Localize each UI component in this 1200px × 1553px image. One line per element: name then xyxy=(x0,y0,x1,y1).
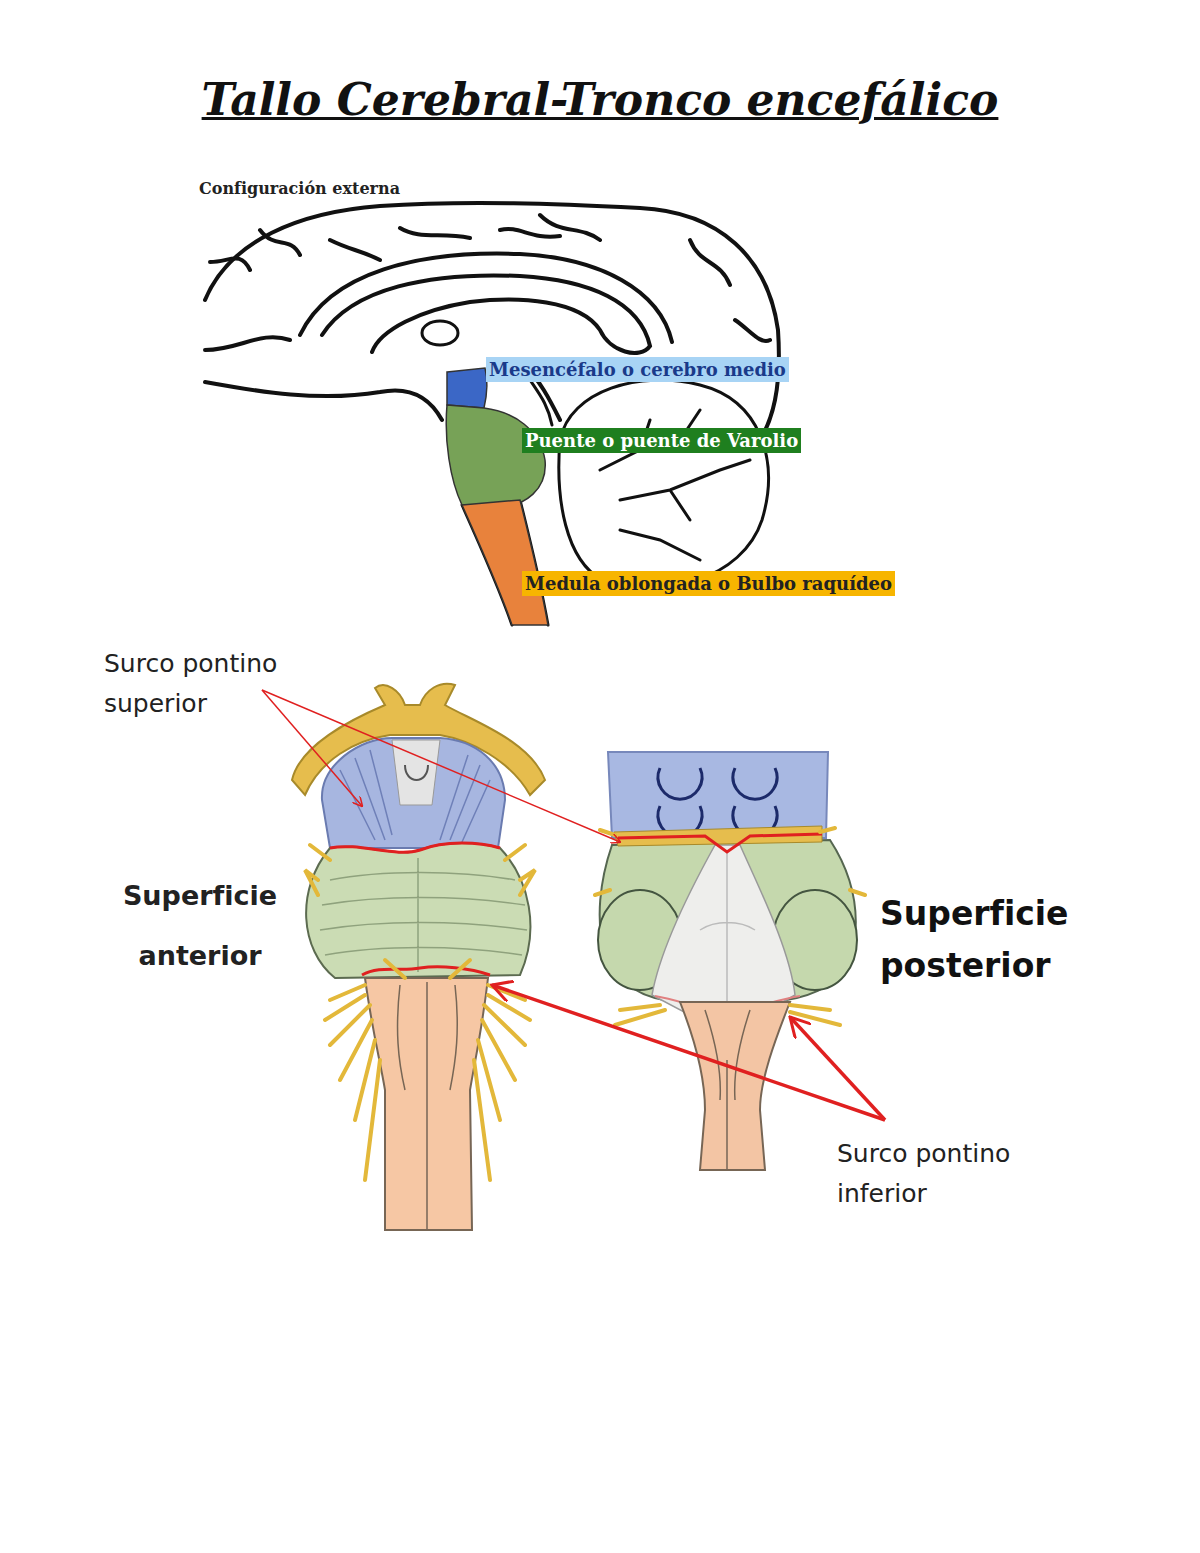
illustration-part xyxy=(262,690,362,806)
view-label: Superficie posterior xyxy=(880,888,1090,992)
anterior-view xyxy=(292,684,545,1230)
region-label-box: Mesencéfalo o cerebro medio xyxy=(486,357,789,382)
illustration-part xyxy=(618,834,822,852)
illustration-part xyxy=(680,1002,790,1170)
page-title: Tallo Cerebral-Tronco encefálico xyxy=(0,70,1200,130)
illustration-part xyxy=(658,768,777,837)
illustration-part xyxy=(595,828,865,1025)
view-label: Superficie anterior xyxy=(110,866,290,986)
illustration-part xyxy=(305,845,535,1180)
illustration-part xyxy=(462,500,548,625)
illustration-part xyxy=(422,321,458,345)
illustration-part xyxy=(530,380,552,425)
callout-label: Surco pontino inferior xyxy=(837,1134,1052,1214)
illustration-part xyxy=(205,203,779,440)
posterior-view xyxy=(595,752,865,1170)
region-label-box: Medula oblongada o Bulbo raquídeo xyxy=(522,571,895,596)
region-label: Puente o puente de Varolio xyxy=(525,430,798,451)
illustration-part xyxy=(447,368,487,408)
illustration-part xyxy=(615,1005,840,1025)
illustration-part xyxy=(300,254,672,342)
illustration-part xyxy=(325,985,380,1180)
illustration-part xyxy=(385,960,470,978)
illustration-part xyxy=(405,765,428,780)
illustration-part xyxy=(320,858,527,972)
illustration-part xyxy=(705,1010,750,1170)
illustration-part xyxy=(330,228,560,260)
illustration-part xyxy=(559,380,769,587)
illustration-part xyxy=(306,843,530,978)
sagittal-brain xyxy=(205,203,779,625)
illustration-part xyxy=(733,768,777,799)
illustration-part xyxy=(658,768,702,799)
illustration-part xyxy=(262,690,620,842)
illustration-part xyxy=(790,1017,885,1120)
illustration-part xyxy=(205,382,442,420)
illustration-part xyxy=(474,985,530,1180)
illustration-part xyxy=(210,215,770,420)
illustration-part xyxy=(362,967,490,975)
illustration-part xyxy=(322,275,650,353)
illustration-part xyxy=(492,985,885,1120)
illustration-part xyxy=(365,978,488,1230)
region-label: Mesencéfalo o cerebro medio xyxy=(489,359,786,380)
illustration-part xyxy=(392,740,440,805)
region-label-box: Puente o puente de Varolio xyxy=(522,428,801,453)
illustration-part xyxy=(595,828,865,895)
illustration-part xyxy=(310,845,525,860)
illustration-part xyxy=(398,982,458,1230)
illustration-part xyxy=(205,337,290,350)
leader-lines xyxy=(262,690,885,1120)
section-heading: Configuración externa xyxy=(199,178,400,200)
illustration-part xyxy=(462,500,548,625)
illustration-part xyxy=(330,843,500,852)
illustration-part xyxy=(305,870,535,895)
illustration-part xyxy=(446,405,545,508)
callout-label: Surco pontino superior xyxy=(104,644,319,724)
region-label: Medula oblongada o Bulbo raquídeo xyxy=(525,573,892,594)
illustration-part xyxy=(340,750,490,842)
illustration-part xyxy=(608,752,828,838)
